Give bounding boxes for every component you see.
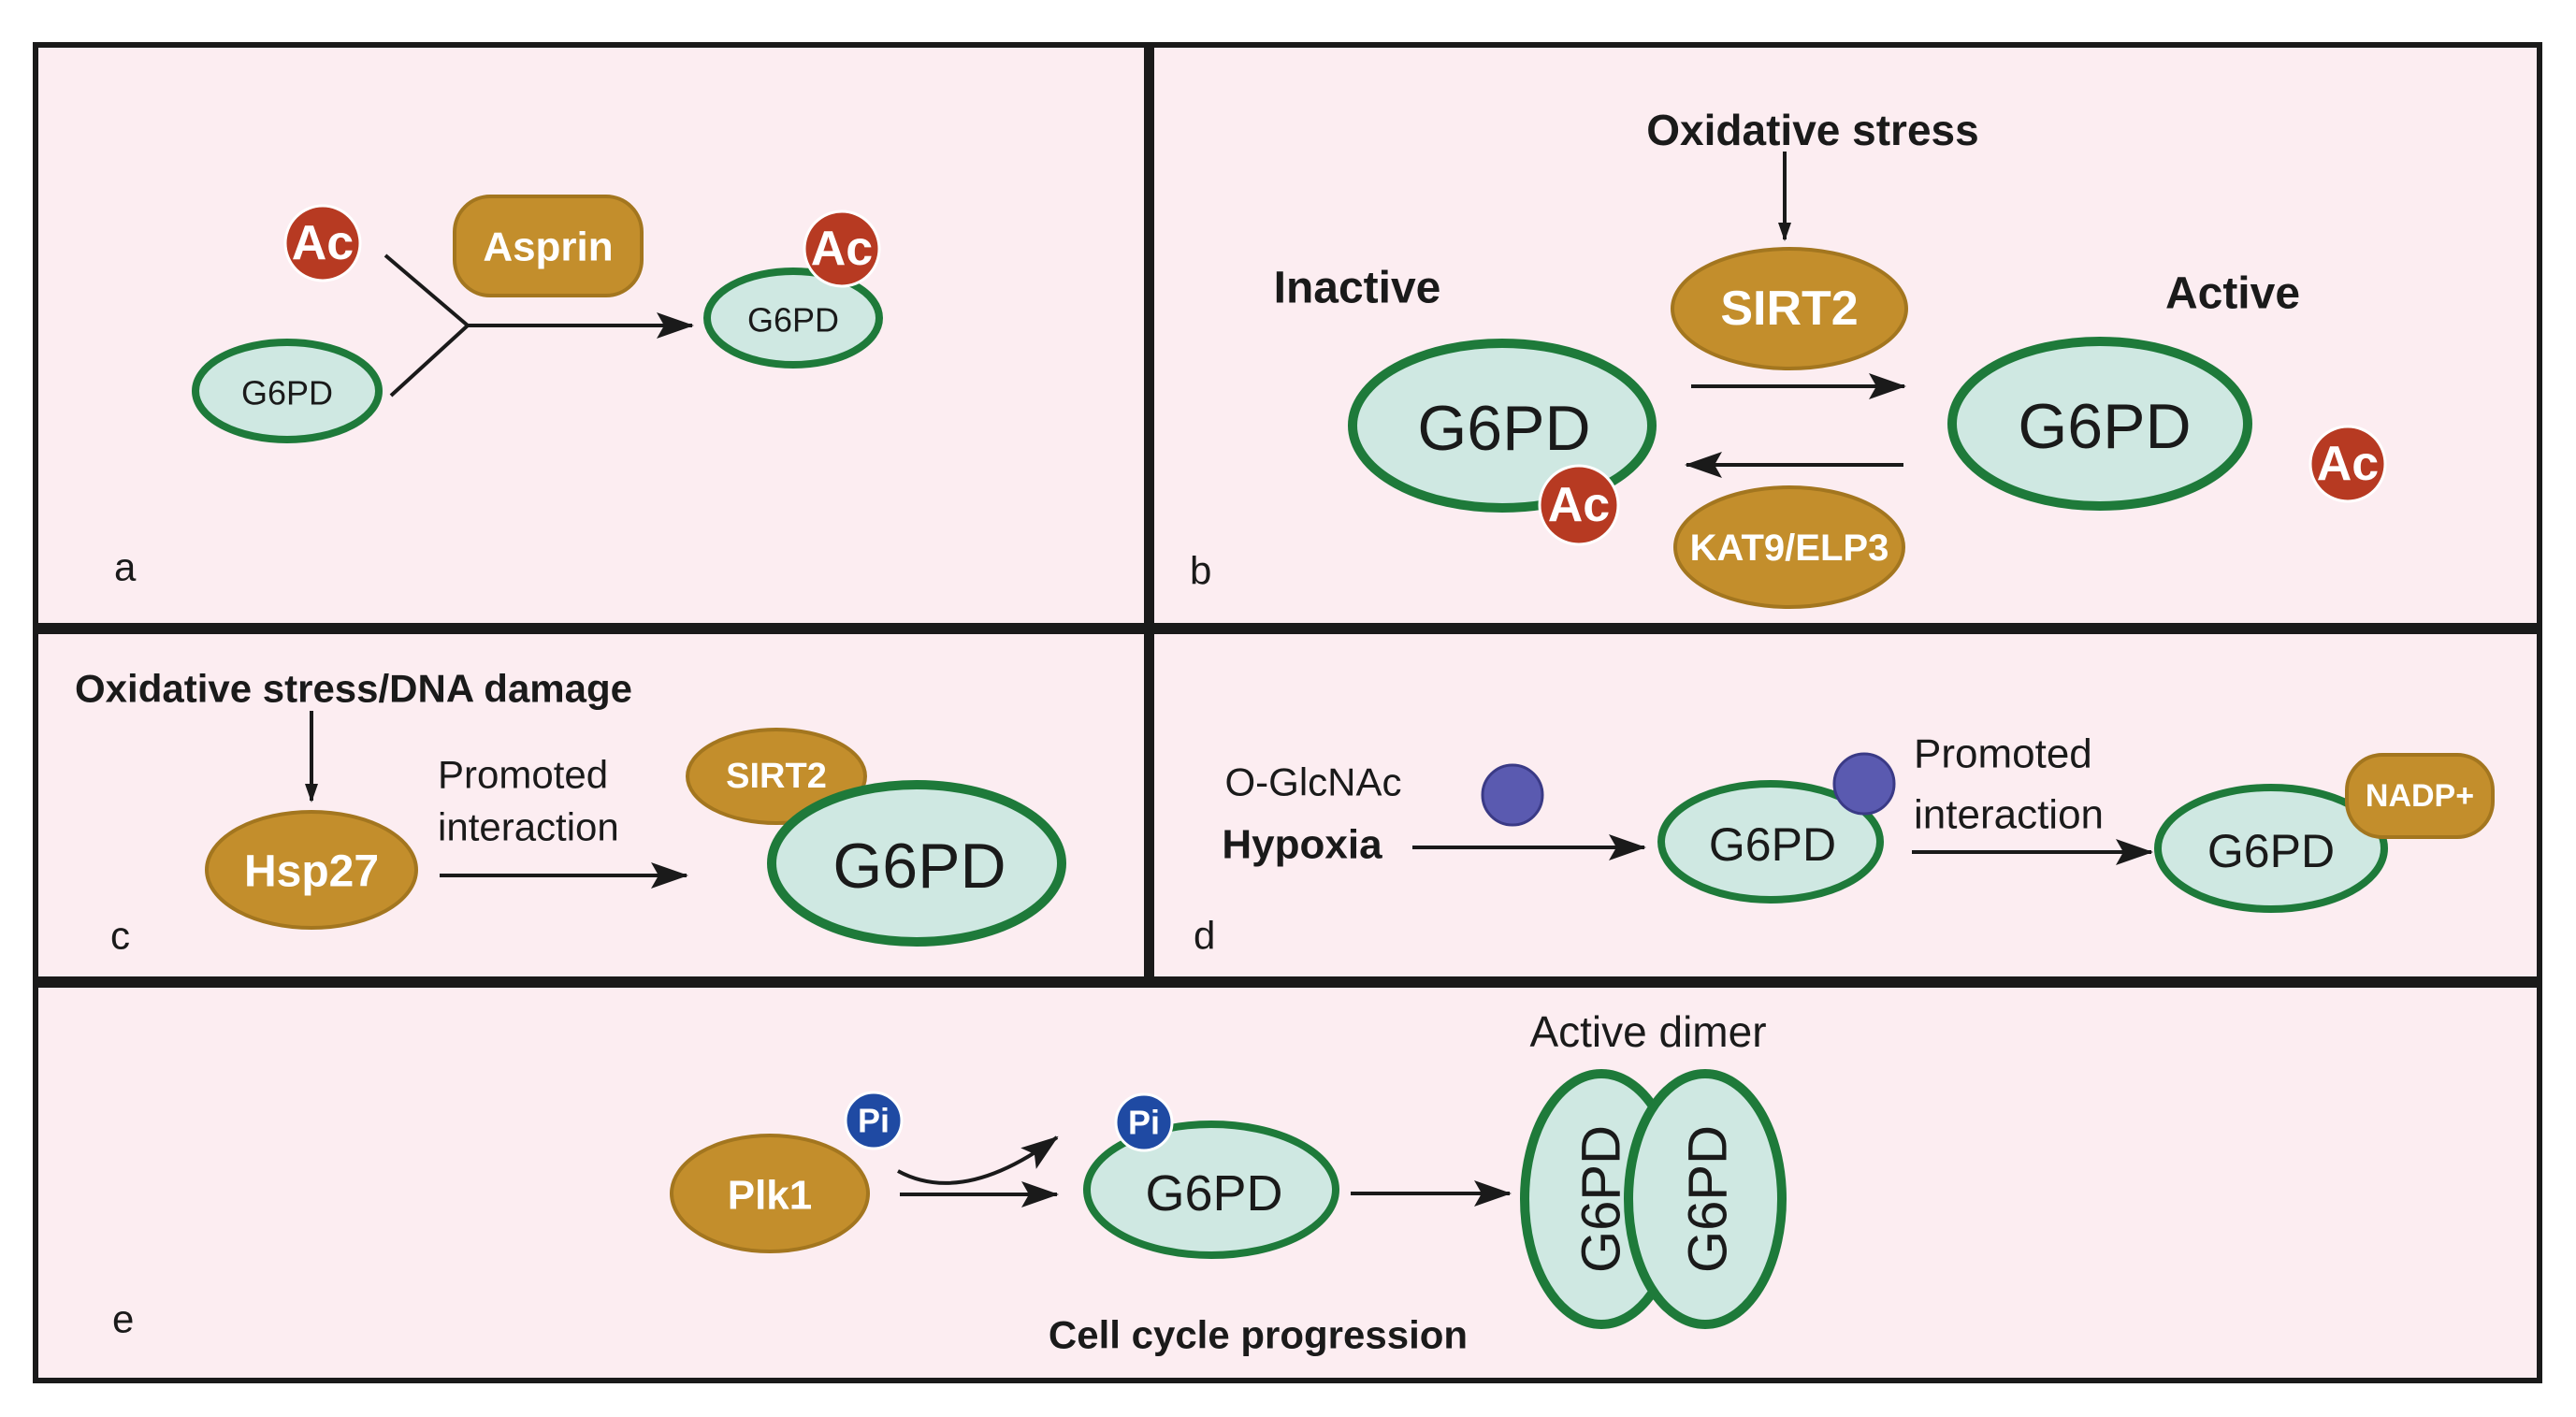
panel-letter-c: c [110,914,130,958]
sirt2-label: SIRT2 [726,757,827,796]
kat9-elp3-label: KAT9/ELP3 [1690,528,1889,569]
g6pd-label: G6PD [1145,1165,1282,1222]
kat9-elp3-enzyme [1673,485,1905,609]
plk1-label: Plk1 [728,1173,813,1219]
asprin-enzyme [453,195,644,297]
g6pd-label: G6PD [1571,1125,1632,1273]
arrow-icon [897,1135,1059,1185]
g6pd-protein [767,780,1066,947]
g6pd-dimer-right [1624,1069,1787,1329]
ac-badge-icon [2308,425,2387,503]
merge-line-upper [384,253,470,327]
arrow-label: Promoted [1914,731,2092,777]
g6pd-active [1947,337,2252,511]
merge-line-lower [389,324,470,398]
g6pd-label: G6PD [832,831,1006,902]
arrow-label: interaction [1914,792,2104,838]
g6pd-label: G6PD [1678,1125,1739,1273]
g6pd-label: G6PD [747,301,839,340]
hypoxia-label: Hypoxia [1222,822,1382,868]
asprin-label: Asprin [483,224,613,270]
ac-label: Ac [2317,437,2379,491]
g6pd-label: G6PD [2207,825,2335,877]
pi-badge-icon [1114,1092,1174,1152]
ac-badge-icon [283,204,362,282]
ac-label: Ac [292,216,354,270]
panel-letter-b: b [1190,549,1211,593]
hsp27-chaperone [205,810,418,930]
ac-badge-icon [803,210,881,288]
panel-d-content: O-GlcNAc Hypoxia G6PD Promoted interacti… [1194,731,2495,958]
g6pd-protein [192,339,383,443]
g6pd-phosphorylated [1083,1121,1339,1259]
arrow-label: interaction [438,805,619,849]
o-glcnac-label: O-GlcNAc [1225,760,1402,804]
g6pd-label: G6PD [1417,393,1590,464]
ac-badge-icon [1538,464,1620,546]
nadp-label: NADP+ [2366,778,2474,814]
g6pd-label: G6PD [241,374,333,412]
panel-a-content: Ac Asprin G6PD G6PD Ac a [114,195,883,589]
panel-a [33,42,1150,629]
g6pd-acetylated [703,267,883,369]
o-glcnac-dot-icon [1832,752,1896,816]
g6pd-modified [1657,780,1884,904]
cell-cycle-caption: Cell cycle progression [1049,1313,1468,1357]
panel-letter-d: d [1194,914,1215,958]
sirt2-label: SIRT2 [1720,282,1858,336]
arrow-label: Promoted [438,753,608,797]
hsp27-label: Hsp27 [244,847,379,897]
panel-e-content: Plk1 Pi G6PD Pi Active dimer G6PD G6PD C… [112,1007,1787,1357]
g6pd-bound [2154,784,2388,913]
pi-badge-icon [844,1091,904,1150]
o-glcnac-dot-icon [1481,763,1544,827]
panel-letter-e: e [112,1297,134,1341]
stimulus-label: Oxidative stress [1646,106,1978,154]
panel-c-content: Oxidative stress/DNA damage Hsp27 Promot… [75,667,1066,958]
sirt2-enzyme [1671,247,1908,370]
g6pd-label: G6PD [1709,818,1836,871]
pi-label: Pi [1128,1104,1160,1142]
nadp-cofactor [2345,753,2495,839]
inactive-label: Inactive [1274,264,1441,313]
active-label: Active [2165,269,2300,319]
g6pd-label: G6PD [2018,391,2191,462]
ac-label: Ac [811,222,873,276]
stimulus-label: Oxidative stress/DNA damage [75,667,632,711]
dimer-title: Active dimer [1529,1007,1766,1056]
panel-letter-a: a [114,545,137,589]
ac-label: Ac [1548,478,1610,532]
panel-b-content: Oxidative stress Inactive Active SIRT2 G… [1190,106,2387,609]
pi-label: Pi [858,1102,890,1140]
plk1-kinase [670,1134,870,1253]
